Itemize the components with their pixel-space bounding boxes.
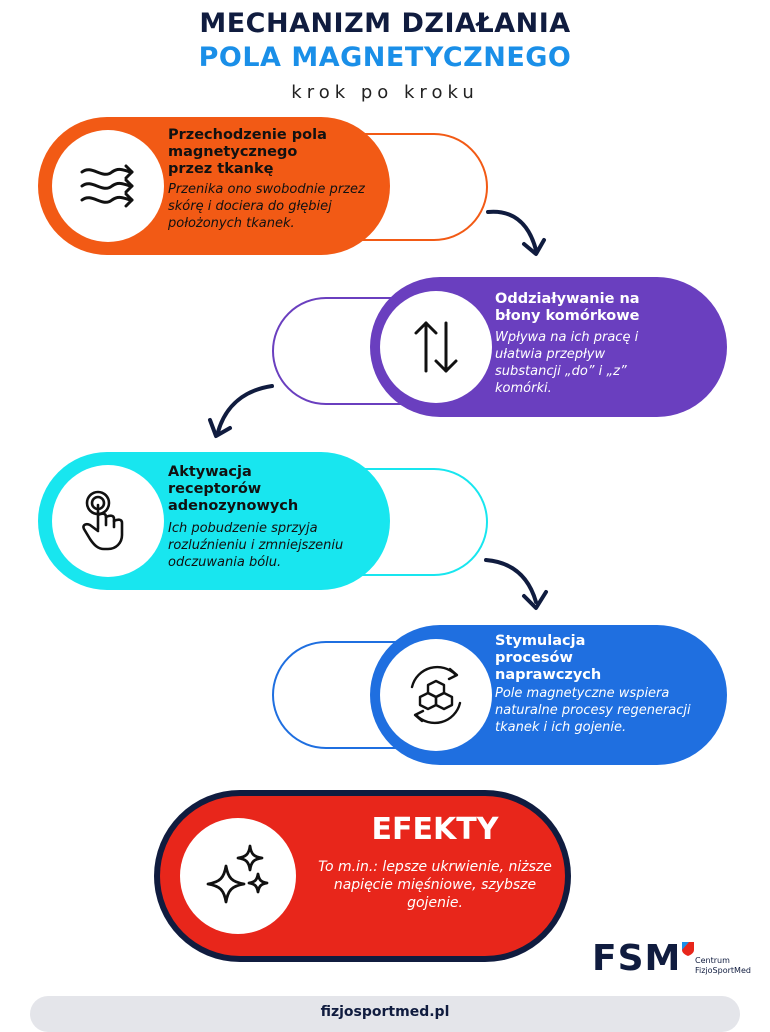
effects-card: EFEKTY To m.in.: lepsze ukrwienie, niższ… — [160, 796, 565, 956]
step-4-icon-circle — [380, 639, 492, 751]
step-4-card: Stymulacja procesów naprawczych Pole mag… — [370, 625, 727, 765]
finger-tap-icon — [82, 490, 124, 551]
step-1-icon-circle — [52, 130, 164, 242]
step-2-icon-circle — [380, 291, 492, 403]
logo-subtitle: Centrum FizjoSportMed — [695, 956, 770, 976]
subtitle: krok po kroku — [291, 82, 479, 103]
logo-subtitle-line-1: Centrum — [695, 956, 730, 965]
hexagon-cycle-icon — [410, 665, 462, 725]
step-3-icon-circle — [52, 465, 164, 577]
logo-subtitle-line-2: FizjoSportMed — [695, 966, 751, 975]
step-2-title: Oddziaływanie na błony komórkowe — [495, 291, 640, 324]
up-down-arrows-icon — [414, 321, 458, 373]
arrow-3 — [484, 558, 548, 610]
effects-icon-circle — [180, 818, 296, 934]
footer-url-link[interactable]: fizjosportmed.pl — [320, 1004, 450, 1020]
step-2-card: Oddziaływanie na błony komórkowe Wpływa … — [370, 277, 727, 417]
sparkles-icon — [206, 844, 269, 904]
step-1-card: Przechodzenie pola magnetycznego przez t… — [38, 117, 390, 255]
arrow-2 — [208, 384, 274, 438]
footer-bar: fizjosportmed.pl — [30, 996, 740, 1032]
logo-mark-icon — [682, 942, 694, 956]
step-4-title: Stymulacja procesów naprawczych — [495, 633, 602, 683]
effects-description: To m.in.: lepsze ukrwienie, niższe napię… — [318, 859, 552, 911]
step-1-description: Przenika ono swobodnie przez skórę i doc… — [168, 182, 365, 231]
title-line-2: POLA MAGNETYCZNEGO — [198, 42, 572, 73]
step-4-description: Pole magnetyczne wspiera naturalne proce… — [495, 686, 691, 735]
waves-arrows-icon — [80, 164, 134, 208]
logo-text: FSM — [592, 938, 682, 979]
step-3-description: Ich pobudzenie sprzyja rozluźnieniu i zm… — [168, 521, 344, 570]
title-line-1: MECHANIZM DZIAŁANIA — [199, 8, 571, 39]
step-1-title: Przechodzenie pola magnetycznego przez t… — [168, 127, 327, 177]
effects-title: EFEKTY — [371, 812, 499, 847]
step-3-card: Aktywacja receptorów adenozynowych Ich p… — [38, 452, 390, 590]
step-2-description: Wpływa na ich pracę i ułatwia przepływ s… — [495, 330, 639, 396]
step-3-title: Aktywacja receptorów adenozynowych — [168, 464, 299, 514]
arrow-1 — [486, 209, 546, 256]
